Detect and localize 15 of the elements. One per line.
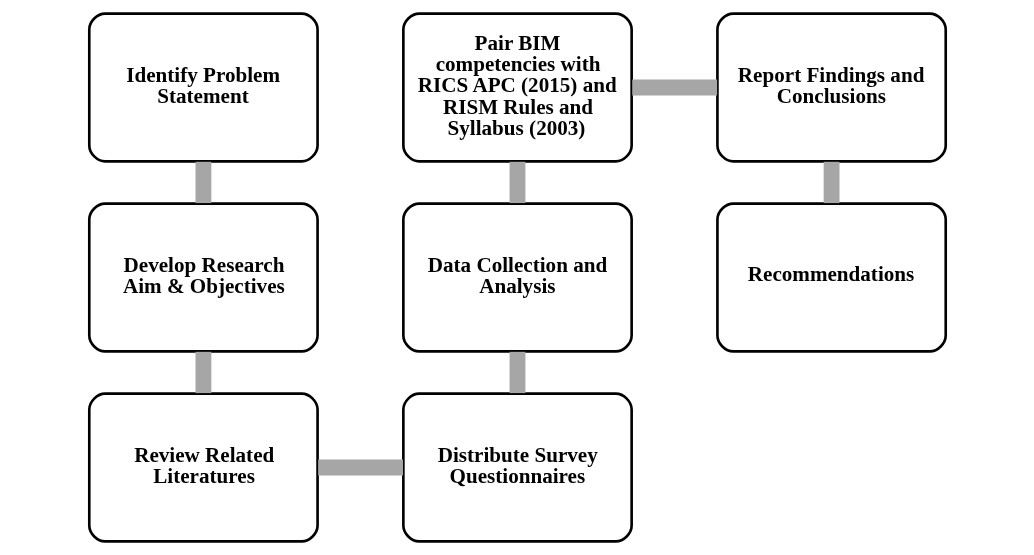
node-box: Identify Problem Statement — [87, 12, 319, 163]
node-box: Develop Research Aim & Objectives — [87, 202, 319, 353]
node-box: Report Findings and Conclusions — [715, 12, 947, 163]
connector — [509, 161, 525, 204]
connector — [317, 459, 403, 476]
node-box: Distribute Survey Questionnaires — [401, 392, 633, 543]
node-box: Pair BIM competencies with RICS APC (2015) and RISM Rules and Syllabus (2003) — [401, 12, 633, 163]
node-box: Data Collection and Analysis — [401, 202, 633, 353]
node-box: Review Related Literatures — [87, 392, 319, 543]
connector — [631, 79, 717, 96]
node-box: Recommendations — [715, 202, 947, 353]
connector — [195, 351, 211, 394]
connector — [509, 351, 525, 394]
connector — [823, 161, 839, 204]
connector — [195, 161, 211, 204]
